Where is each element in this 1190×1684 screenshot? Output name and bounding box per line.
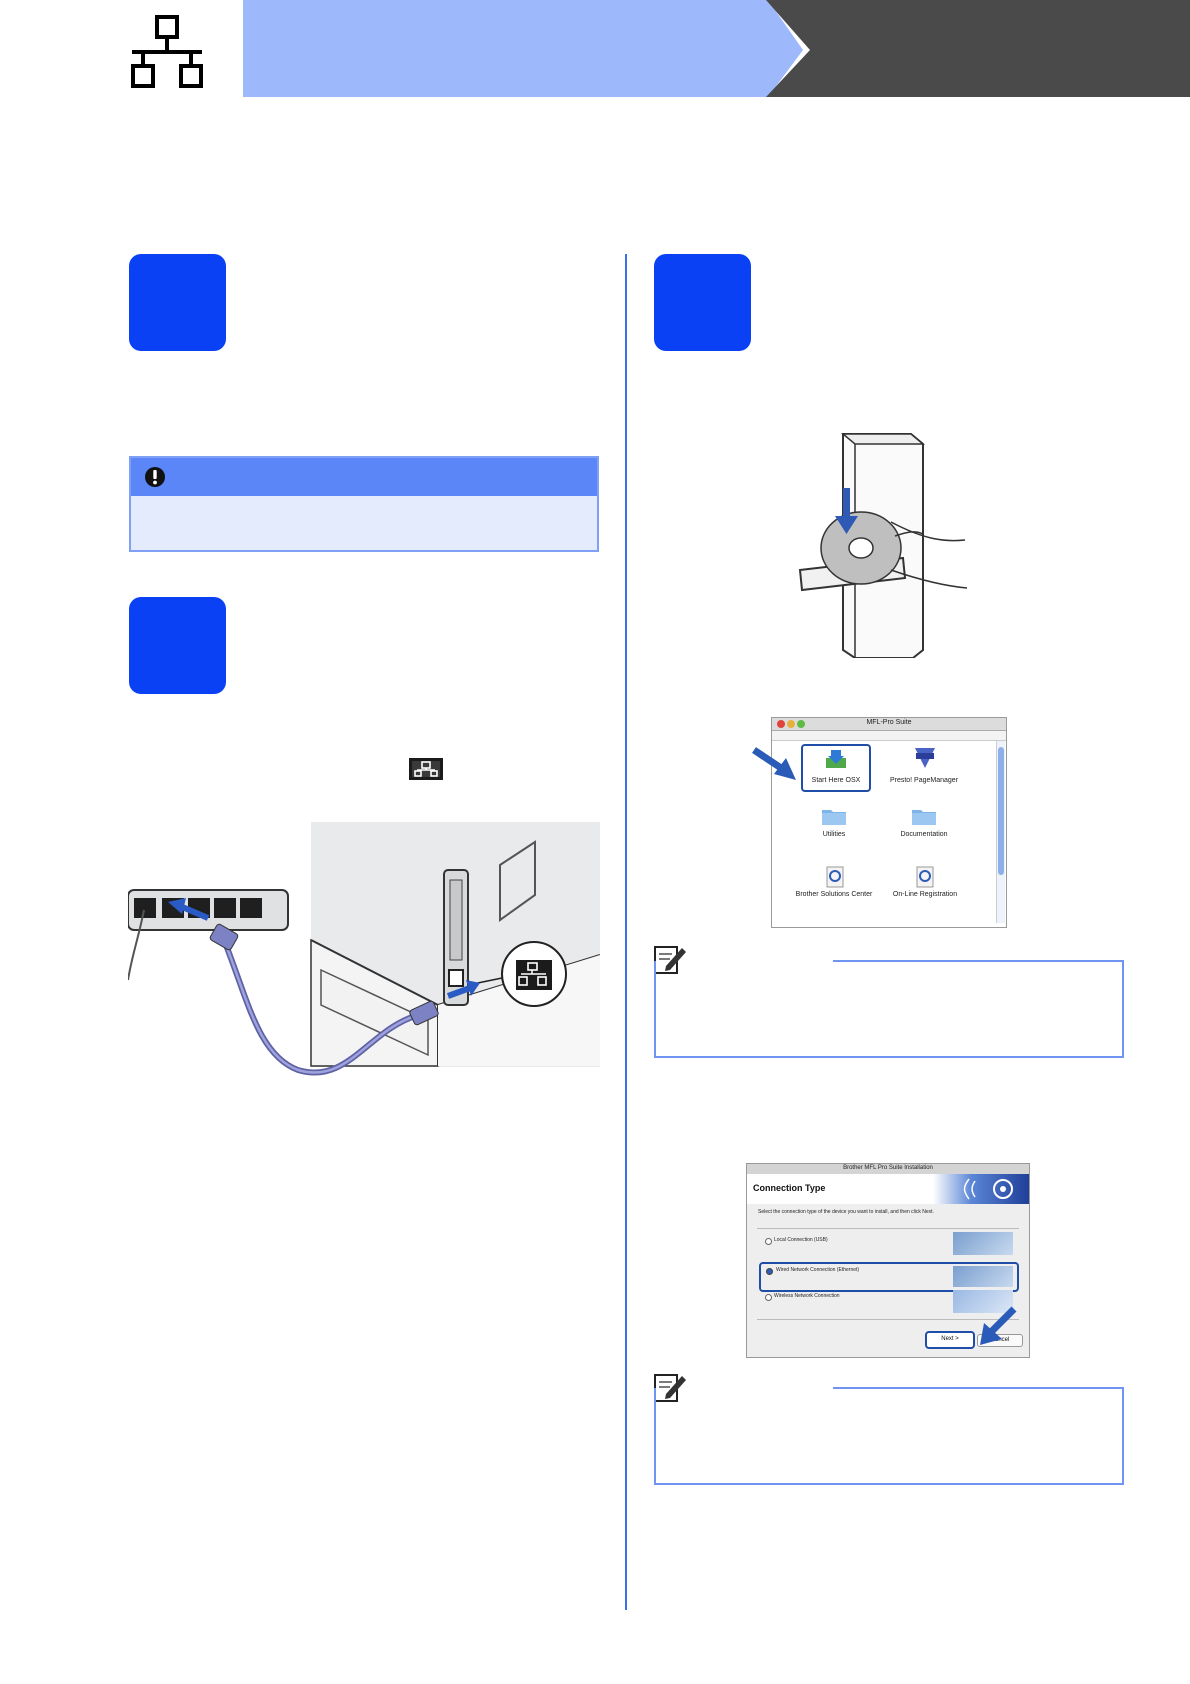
pointer-arrow-icon <box>752 747 796 780</box>
note-top-line-1 <box>833 960 1124 962</box>
network-port-icon <box>409 758 443 780</box>
pointer-arrow-icon <box>980 1306 1017 1345</box>
close-dot-icon[interactable] <box>777 720 785 728</box>
cancel-button-label: Cancel <box>990 1337 1010 1343</box>
folder-icon <box>822 810 846 825</box>
note-box-2 <box>654 1388 1124 1485</box>
mac-window: MFL-Pro Suite Start Here OSX Presto! Pag… <box>771 717 1007 928</box>
step-badge-right-1 <box>654 254 751 351</box>
header-bar-dark <box>766 0 1190 97</box>
note-icon-2 <box>652 1370 688 1404</box>
installer-window: Brother MFL Pro Suite Installation Conne… <box>746 1163 1030 1358</box>
note-icon-1 <box>652 942 688 976</box>
utilities-item[interactable]: Utilities <box>801 806 867 842</box>
presto-icon <box>915 748 935 768</box>
radio-usb[interactable] <box>765 1238 772 1245</box>
mac-window-titlebar: MFL-Pro Suite <box>772 718 1006 731</box>
note-pencil-icon <box>654 946 686 974</box>
ethernet-cable-icon <box>953 1266 1013 1287</box>
option-wireless[interactable]: Wireless Network Connection <box>763 1290 1013 1314</box>
step-badge-left-1 <box>129 254 226 351</box>
mac-item-label: Brother Solutions Center <box>795 891 873 898</box>
weblink-icon <box>826 866 844 888</box>
mac-item-label: Documentation <box>900 831 948 838</box>
zoom-dot-icon[interactable] <box>797 720 805 728</box>
mac-scrollbar[interactable] <box>996 741 1005 923</box>
note-top-line-2 <box>833 1387 1124 1389</box>
note-box-1-leftline <box>654 975 656 985</box>
option-label: Wireless Network Connection <box>774 1293 840 1299</box>
mac-item-label: Presto! PageManager <box>889 777 959 784</box>
installer-window-title: Brother MFL Pro Suite Installation <box>843 1165 933 1171</box>
mac-item-label: On-Line Registration <box>892 891 958 898</box>
weblink-icon <box>916 866 934 888</box>
installer-titlebar: Brother MFL Pro Suite Installation <box>747 1164 1029 1174</box>
step-badge-left-2 <box>129 597 226 694</box>
radio-wireless[interactable] <box>765 1294 772 1301</box>
option-label: Local Connection (USB) <box>774 1237 828 1243</box>
column-divider <box>625 254 627 1610</box>
online-registration-item[interactable]: On-Line Registration <box>880 866 970 902</box>
note-box-1 <box>654 961 1124 1058</box>
option-usb[interactable]: Local Connection (USB) <box>763 1232 1013 1256</box>
exclamation-icon <box>145 467 165 487</box>
note-pencil-icon <box>654 1374 686 1402</box>
usb-cable-icon <box>953 1232 1013 1255</box>
brother-wireless-logo-icon <box>933 1174 1029 1204</box>
next-button-label: Next > <box>941 1336 959 1342</box>
option-label: Wired Network Connection (Ethernet) <box>776 1267 860 1273</box>
mac-item-label: Start Here OSX <box>811 777 861 784</box>
installer-banner: Connection Type <box>747 1174 1029 1204</box>
important-box <box>129 456 599 552</box>
wireless-icon <box>953 1290 1013 1313</box>
minimize-dot-icon[interactable] <box>787 720 795 728</box>
start-here-osx-item[interactable]: Start Here OSX <box>801 744 871 792</box>
network-icon <box>131 15 203 88</box>
mac-item-label: Utilities <box>822 831 846 838</box>
installer-instruction: Select the connection type of the device… <box>758 1209 934 1215</box>
ethernet-cable-illustration <box>127 820 601 1080</box>
important-header <box>131 458 597 496</box>
installer-heading: Connection Type <box>753 1183 826 1193</box>
documentation-item[interactable]: Documentation <box>884 806 964 842</box>
mac-window-title: MFL-Pro Suite <box>866 719 912 726</box>
cd-insert-illustration <box>795 430 975 659</box>
folder-icon <box>912 810 936 825</box>
header-bar-light <box>243 0 803 97</box>
mac-toolbar <box>772 731 1006 741</box>
presto-pagemanager-item[interactable]: Presto! PageManager <box>884 744 964 788</box>
option-wired[interactable]: Wired Network Connection (Ethernet) <box>759 1262 1019 1292</box>
next-button[interactable]: Next > <box>925 1331 975 1349</box>
install-icon <box>826 750 846 768</box>
header-network-icon <box>128 14 206 92</box>
radio-wired-selected[interactable] <box>766 1268 773 1275</box>
brother-solutions-center-item[interactable]: Brother Solutions Center <box>788 866 880 902</box>
